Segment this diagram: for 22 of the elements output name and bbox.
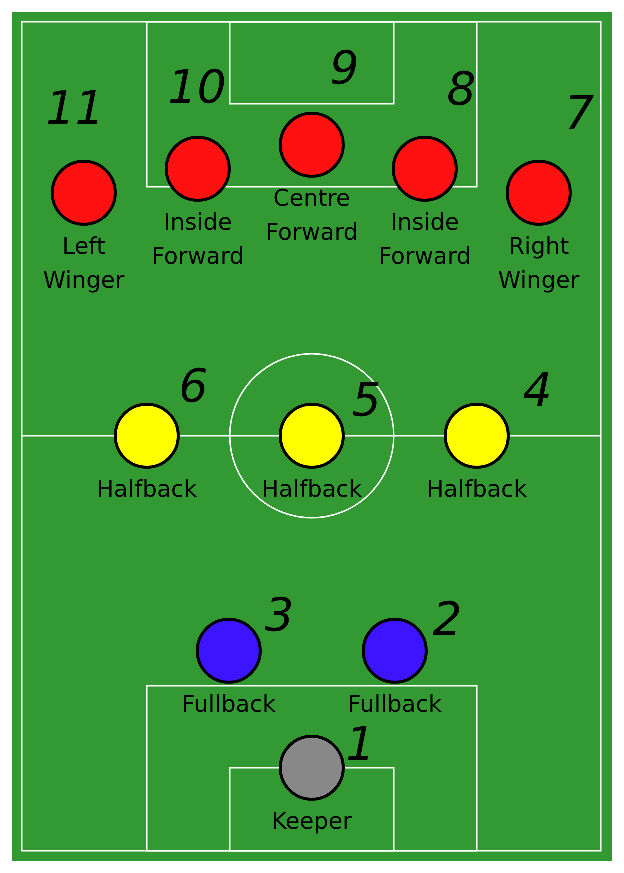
player-label: Centre Forward (264, 185, 360, 248)
jersey-number: 2 (433, 594, 462, 644)
jersey-number: 5 (352, 375, 382, 425)
player-label: Fullback (181, 691, 277, 720)
player-label: Right Winger (497, 233, 581, 296)
player-label: Halfback (260, 476, 364, 505)
jersey-number: 7 (565, 88, 594, 138)
player-label: Inside Forward (378, 209, 472, 272)
player-label: Left Winger (42, 233, 126, 296)
player-label: Inside Forward (150, 209, 246, 272)
jersey-number: 11 (46, 83, 105, 133)
jersey-number: 6 (179, 361, 208, 411)
player-label: Keeper (270, 808, 354, 837)
jersey-number: 3 (265, 590, 294, 640)
jersey-number: 9 (330, 43, 360, 93)
player-label: Halfback (96, 476, 198, 505)
player-label: Halfback (426, 476, 528, 505)
jersey-number: 8 (447, 64, 476, 114)
jersey-number: 10 (168, 62, 227, 112)
jersey-number: 1 (346, 719, 376, 769)
jersey-number: 4 (523, 365, 552, 415)
player-label: Fullback (347, 691, 443, 720)
